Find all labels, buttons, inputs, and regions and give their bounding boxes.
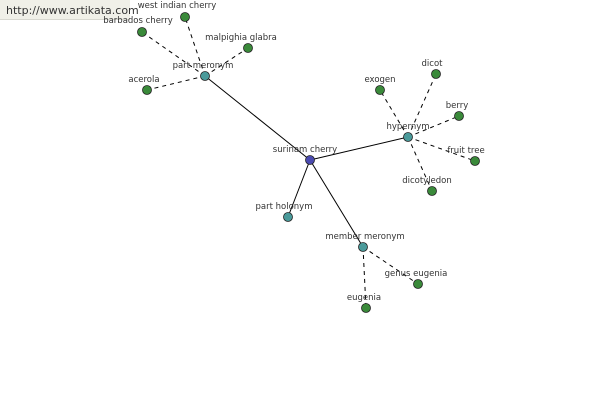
node-label-eugenia[interactable]: eugenia xyxy=(347,293,381,303)
node-exogen[interactable] xyxy=(375,85,385,95)
edge-center-member-meronym xyxy=(309,159,364,248)
node-barbados-cherry[interactable] xyxy=(137,27,147,37)
edge-center-hypernym xyxy=(309,136,409,161)
node-label-barbados-cherry[interactable]: barbados cherry xyxy=(103,16,173,26)
node-part-meronym[interactable] xyxy=(200,71,210,81)
edge-hypernym-dicot xyxy=(407,73,437,138)
node-label-dicot[interactable]: dicot xyxy=(422,59,444,69)
node-part-holonym[interactable] xyxy=(283,212,293,222)
graph-edges xyxy=(141,16,476,309)
edge-hypernym-exogen xyxy=(379,89,409,138)
node-label-malpighia-glabra[interactable]: malpighia glabra xyxy=(205,33,277,43)
node-member-meronym[interactable] xyxy=(358,242,368,252)
edge-part-meronym-acerola xyxy=(146,75,206,91)
edge-hypernym-berry xyxy=(407,115,460,138)
edge-hypernym-fruit-tree xyxy=(407,136,476,162)
node-surinam-cherry[interactable] xyxy=(305,155,315,165)
node-label-hypernym[interactable]: hypernym xyxy=(386,122,429,132)
node-hypernym[interactable] xyxy=(403,132,413,142)
node-label-part-meronym[interactable]: part meronym xyxy=(173,61,234,71)
node-malpighia-glabra[interactable] xyxy=(243,43,253,53)
edge-center-part-holonym xyxy=(287,159,311,218)
node-label-member-meronym[interactable]: member meronym xyxy=(325,232,404,242)
node-genus-eugenia[interactable] xyxy=(413,279,423,289)
graph-nodes xyxy=(137,12,480,313)
node-label-surinam-cherry[interactable]: surinam cherry xyxy=(273,145,337,155)
node-west-indian-cherry[interactable] xyxy=(180,12,190,22)
node-label-fruit-tree[interactable]: fruit tree xyxy=(447,146,484,156)
edge-part-meronym-west-indian-cherry xyxy=(184,16,206,77)
node-label-exogen[interactable]: exogen xyxy=(364,75,395,85)
node-label-part-holonym[interactable]: part holonym xyxy=(256,202,313,212)
node-dicotyledon[interactable] xyxy=(427,186,437,196)
graph-labels: surinam cherry part meronym west indian ch… xyxy=(103,1,484,303)
node-eugenia[interactable] xyxy=(361,303,371,313)
node-label-acerola[interactable]: acerola xyxy=(128,75,159,85)
node-acerola[interactable] xyxy=(142,85,152,95)
edge-part-meronym-malpighia-glabra xyxy=(204,47,249,77)
edge-hypernym-dicotyledon xyxy=(407,136,433,192)
node-label-dicotyledon[interactable]: dicotyledon xyxy=(402,176,452,186)
node-label-berry[interactable]: berry xyxy=(446,101,469,111)
source-link[interactable]: http://www.artikata.com xyxy=(6,4,139,17)
source-banner: http://www.artikata.com xyxy=(0,0,139,20)
edge-member-meronym-genus-eugenia xyxy=(362,246,419,285)
edge-part-meronym-barbados-cherry xyxy=(141,31,206,77)
node-label-genus-eugenia[interactable]: genus eugenia xyxy=(385,269,448,279)
node-berry[interactable] xyxy=(454,111,464,121)
edge-center-part-meronym xyxy=(204,75,311,161)
node-label-west-indian-cherry[interactable]: west indian cherry xyxy=(138,1,217,11)
node-dicot[interactable] xyxy=(431,69,441,79)
edge-member-meronym-eugenia xyxy=(362,246,367,309)
node-fruit-tree[interactable] xyxy=(470,156,480,166)
